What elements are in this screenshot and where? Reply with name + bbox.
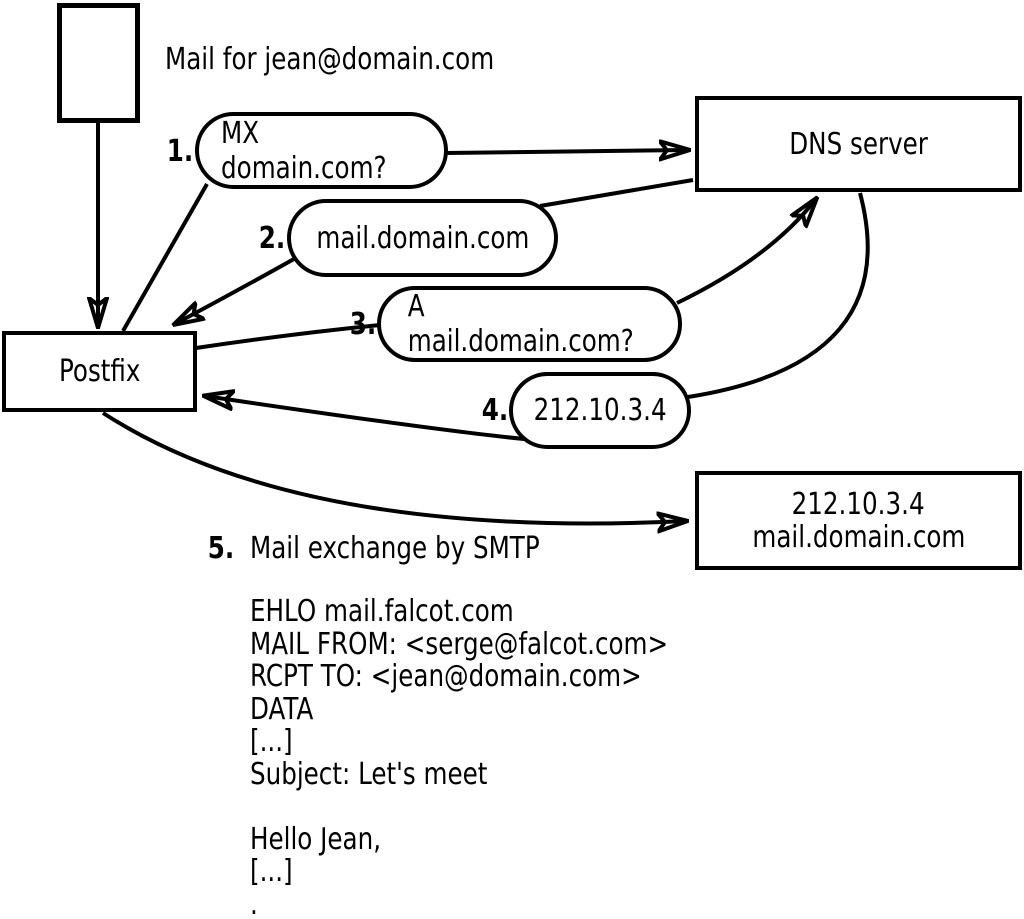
- step-1-label: MX domain.com?: [221, 115, 387, 186]
- smtp-line: Subject: Let's meet: [250, 756, 488, 792]
- arrow-mx-answer-to-postfix: [175, 257, 295, 324]
- step-1-bubble-mx-query: MX domain.com?: [195, 112, 448, 189]
- step-3-bubble-a-query: A mail.domain.com?: [377, 286, 682, 362]
- line-postfix-to-a-query: [195, 323, 381, 350]
- mail-document-box: [57, 3, 140, 123]
- step-2-number: 2.: [258, 221, 285, 256]
- step-4-number: 4.: [481, 393, 508, 428]
- smtp-line: RCPT TO: <jean@domain.com>: [250, 659, 642, 694]
- line-dns-to-a-answer: [687, 192, 870, 399]
- step-4-bubble-a-answer: 212.10.3.4: [509, 372, 691, 449]
- arrow-mx-query-to-dns: [445, 150, 688, 153]
- line-dns-to-mx-answer: [539, 178, 694, 208]
- step-1-number: 1.: [166, 134, 193, 169]
- arrow-a-answer-to-postfix: [205, 396, 525, 441]
- smtp-session-transcript: EHLO mail.falcot.com MAIL FROM: <serge@f…: [250, 594, 760, 919]
- dns-server-node: DNS server: [695, 96, 1022, 192]
- smtp-line: DATA: [250, 691, 314, 727]
- arrow-a-query-to-dns: [676, 199, 816, 305]
- mail-server-ip: 212.10.3.4: [791, 486, 926, 522]
- mail-note: Mail for jean@domain.com: [165, 44, 566, 76]
- step-4-label: 212.10.3.4: [533, 393, 667, 428]
- smtp-line: EHLO mail.falcot.com: [250, 594, 514, 629]
- step-5-label: Mail exchange by SMTP: [250, 531, 540, 566]
- postfix-node: Postfix: [2, 331, 197, 412]
- smtp-line: [...]: [250, 854, 293, 889]
- smtp-line: Hello Jean,: [250, 821, 382, 857]
- arrow-postfix-to-mailserver: [101, 411, 686, 523]
- dns-server-label: DNS server: [789, 126, 928, 162]
- postfix-label: Postfix: [58, 354, 141, 389]
- step-5-number: 5.: [207, 531, 234, 566]
- smtp-line: .: [250, 886, 258, 919]
- step-2-label: mail.domain.com: [315, 220, 530, 256]
- mail-note-text: Mail for jean@domain.com: [165, 42, 495, 77]
- step-3-label: A mail.domain.com?: [407, 289, 634, 359]
- smtp-line: [250, 791, 760, 824]
- line-postfix-to-mx-query: [121, 183, 209, 332]
- step-3-number: 3.: [349, 307, 376, 342]
- step-2-bubble-mx-answer: mail.domain.com: [287, 199, 558, 277]
- smtp-line: MAIL FROM: <serge@falcot.com>: [250, 626, 669, 662]
- mail-server-node: 212.10.3.4 mail.domain.com: [695, 471, 1022, 570]
- smtp-line: [...]: [250, 724, 293, 759]
- mail-server-host: mail.domain.com: [751, 519, 966, 555]
